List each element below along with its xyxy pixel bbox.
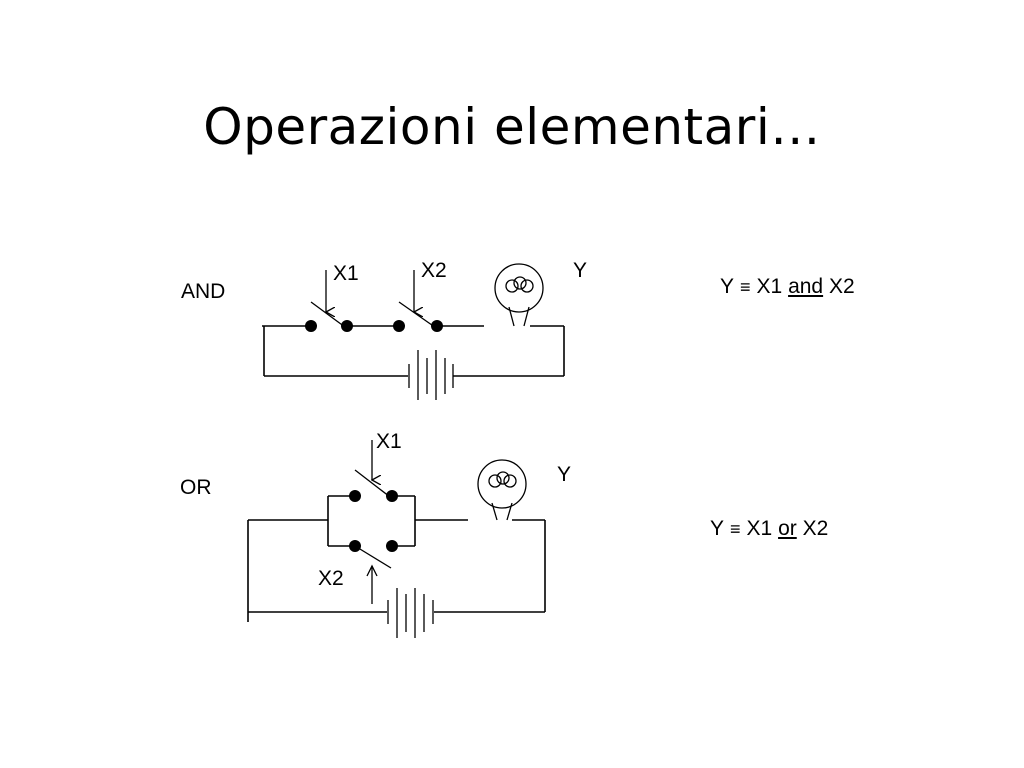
or-eq-equiv: ≡ xyxy=(730,519,741,539)
or-gate-label: OR xyxy=(180,476,212,499)
or-circuit: OR xyxy=(180,430,571,638)
and-eq-op: and xyxy=(788,275,824,298)
or-battery xyxy=(387,588,434,638)
and-output-label: Y xyxy=(573,259,587,282)
and-x1-label: X1 xyxy=(333,262,359,285)
or-equation: Y≡X1 or X2 xyxy=(710,517,828,541)
or-switch-x1 xyxy=(349,440,398,502)
and-battery xyxy=(408,350,454,400)
and-gate-label: AND xyxy=(181,280,225,303)
or-x1-label: X1 xyxy=(376,430,402,453)
and-circuit: AND xyxy=(181,259,587,400)
or-eq-a: X1 xyxy=(746,517,773,540)
or-eq-lhs: Y xyxy=(710,517,725,540)
or-switch-x2 xyxy=(349,540,398,604)
and-eq-equiv: ≡ xyxy=(740,277,751,297)
and-lamp-icon xyxy=(494,263,544,327)
or-eq-op: or xyxy=(778,517,797,540)
and-switch-x1 xyxy=(305,270,353,332)
and-eq-lhs: Y xyxy=(720,275,735,298)
slide-title: Operazioni elementari… xyxy=(203,98,821,156)
and-eq-a: X1 xyxy=(756,275,783,298)
and-equation: Y≡X1 and X2 xyxy=(720,275,855,299)
and-x2-label: X2 xyxy=(421,259,447,282)
or-eq-b: X2 xyxy=(802,517,829,540)
or-lamp-icon xyxy=(477,459,527,521)
or-output-label: Y xyxy=(557,463,571,486)
and-eq-b: X2 xyxy=(828,275,855,298)
or-x2-label: X2 xyxy=(318,567,344,590)
and-switch-x2 xyxy=(393,270,443,332)
